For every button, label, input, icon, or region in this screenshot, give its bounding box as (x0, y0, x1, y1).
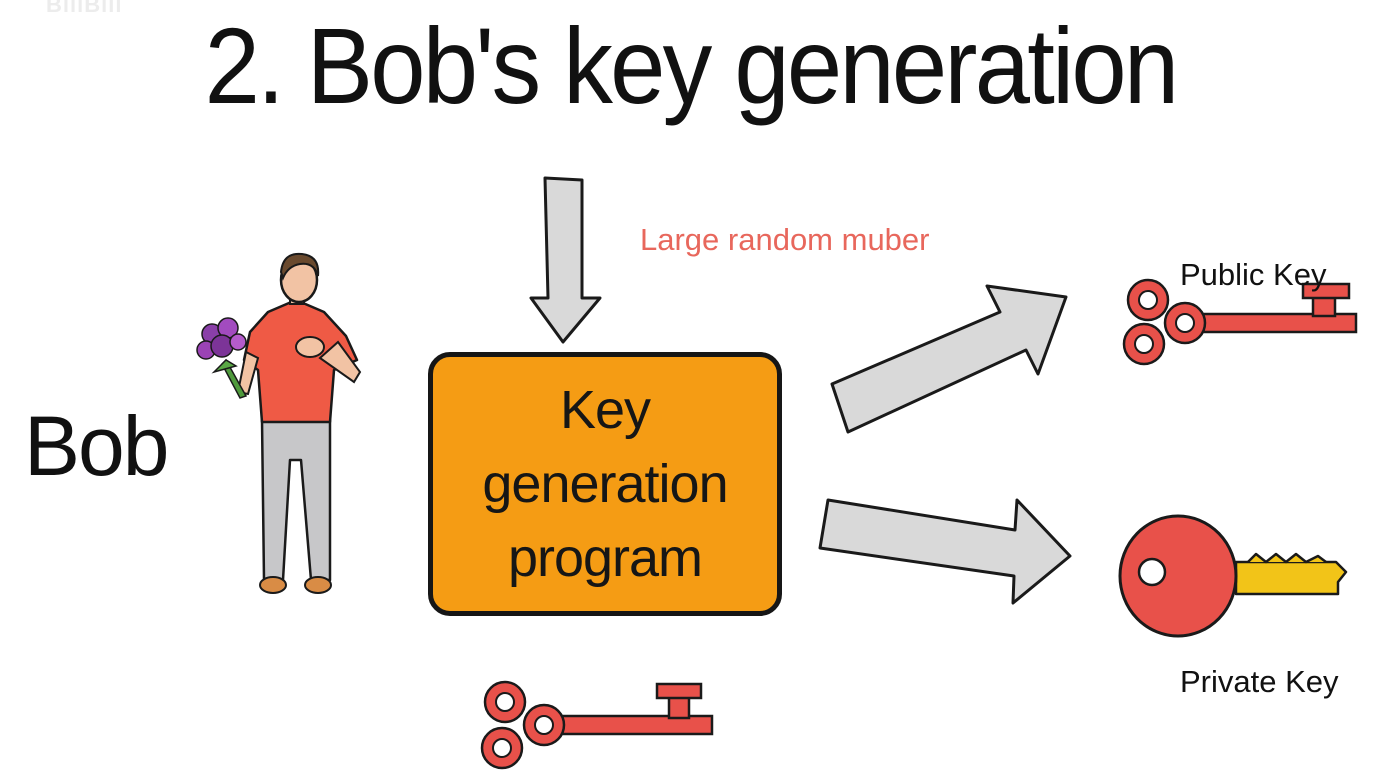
public-key-label: Public Key (1180, 257, 1327, 292)
program-label-line: program (507, 528, 703, 588)
public-key-icon (1122, 278, 1358, 366)
private-key-icon (1118, 514, 1348, 638)
public-key-icon (480, 680, 714, 770)
program-label-line: Key (559, 380, 651, 440)
private-key-label: Private Key (1180, 664, 1339, 699)
random-number-label: Large random muber (640, 222, 930, 257)
program-label-line: generation (482, 454, 728, 514)
key-generation-program-box: Key generation program (428, 352, 782, 616)
down-arrow-icon (529, 176, 602, 344)
right-arrow-icon (830, 284, 1068, 434)
person-bob-icon (196, 252, 362, 594)
watermark: BiliBili (46, 0, 123, 17)
page-title: 2. Bob's key generation (204, 5, 1180, 126)
right-arrow-icon (818, 498, 1072, 605)
bob-label: Bob (24, 399, 169, 493)
